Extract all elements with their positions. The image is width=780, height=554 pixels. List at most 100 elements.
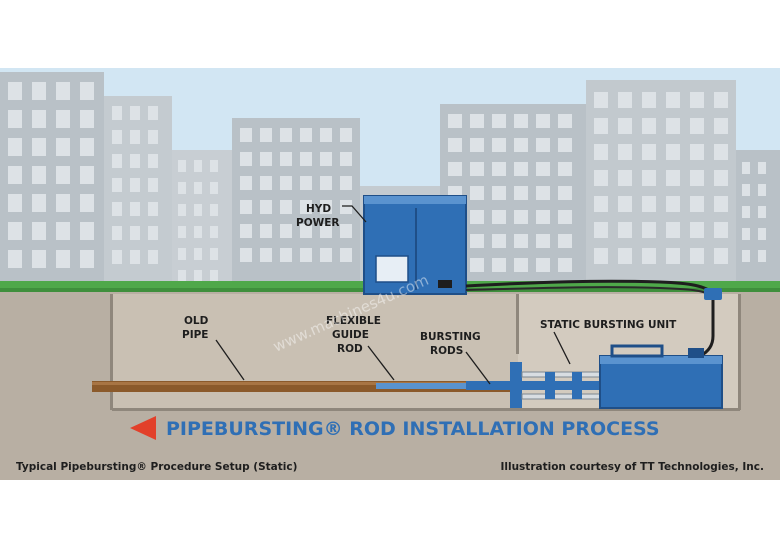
building-window bbox=[558, 234, 572, 248]
building-window bbox=[80, 194, 94, 212]
building-window bbox=[194, 182, 202, 194]
building-window bbox=[300, 200, 312, 214]
building-window bbox=[8, 82, 22, 100]
hyd-power-top bbox=[364, 196, 466, 204]
building-window bbox=[280, 200, 292, 214]
callout-guide-rod bbox=[367, 345, 395, 381]
label-flex-line3: ROD bbox=[337, 343, 363, 355]
building-window bbox=[666, 144, 680, 160]
building-window bbox=[642, 196, 656, 212]
building-window bbox=[714, 118, 728, 134]
building-window bbox=[210, 182, 218, 194]
building-window bbox=[666, 196, 680, 212]
building-window bbox=[714, 170, 728, 186]
building-window bbox=[690, 170, 704, 186]
building-window bbox=[194, 270, 202, 282]
label-flex-line2: GUIDE bbox=[332, 329, 369, 341]
building-window bbox=[178, 270, 186, 282]
building-window bbox=[448, 162, 462, 176]
building-window bbox=[148, 250, 158, 264]
building-window bbox=[536, 138, 550, 152]
building-window bbox=[340, 248, 352, 262]
label-static-unit: STATIC BURSTING UNIT bbox=[540, 319, 677, 331]
building-window bbox=[618, 92, 632, 108]
building-window bbox=[56, 194, 70, 212]
building-window bbox=[240, 152, 252, 166]
label-old-pipe-line2: PIPE bbox=[182, 329, 208, 341]
building-window bbox=[558, 138, 572, 152]
building-window bbox=[148, 154, 158, 168]
building-window bbox=[594, 144, 608, 160]
building-window bbox=[470, 258, 484, 272]
building-window bbox=[558, 258, 572, 272]
building-window bbox=[536, 114, 550, 128]
building-window bbox=[340, 224, 352, 238]
building-window bbox=[470, 210, 484, 224]
building-window bbox=[300, 152, 312, 166]
pit-wall-left bbox=[110, 294, 113, 410]
static-bursting-unit bbox=[521, 344, 723, 409]
label-hyd-line2: POWER bbox=[296, 217, 339, 229]
building-window bbox=[594, 222, 608, 238]
building-window bbox=[80, 82, 94, 100]
building-window bbox=[618, 248, 632, 264]
building-window bbox=[714, 248, 728, 264]
building-window bbox=[80, 110, 94, 128]
hose-coupler bbox=[704, 288, 722, 300]
building-window bbox=[32, 166, 46, 184]
building-window bbox=[320, 248, 332, 262]
building-window bbox=[194, 248, 202, 260]
building-window bbox=[32, 138, 46, 156]
building-window bbox=[492, 162, 506, 176]
building-window bbox=[690, 248, 704, 264]
building-window bbox=[758, 184, 766, 196]
building-window bbox=[130, 178, 140, 192]
building-window bbox=[558, 210, 572, 224]
bursting-head bbox=[510, 362, 522, 408]
building-window bbox=[742, 184, 750, 196]
building-window bbox=[320, 176, 332, 190]
building-window bbox=[514, 210, 528, 224]
building-window bbox=[80, 166, 94, 184]
building-window bbox=[300, 224, 312, 238]
building-window bbox=[300, 248, 312, 262]
building-window bbox=[130, 250, 140, 264]
process-title: PIPEBURSTING® ROD INSTALLATION PROCESS bbox=[166, 418, 660, 440]
building-window bbox=[56, 110, 70, 128]
hyd-power-badge bbox=[438, 280, 452, 288]
unit-rod bbox=[522, 381, 602, 390]
building-window bbox=[340, 176, 352, 190]
building-window bbox=[260, 248, 272, 262]
building-window bbox=[714, 144, 728, 160]
building-window bbox=[666, 248, 680, 264]
building-window bbox=[690, 118, 704, 134]
building-window bbox=[690, 92, 704, 108]
building-window bbox=[148, 202, 158, 216]
building-window bbox=[148, 130, 158, 144]
building-window bbox=[240, 176, 252, 190]
hyd-power-unit bbox=[363, 195, 467, 295]
building-window bbox=[514, 258, 528, 272]
building-window bbox=[666, 222, 680, 238]
hyd-power-panel bbox=[375, 255, 409, 283]
building-window bbox=[492, 210, 506, 224]
building-window bbox=[130, 202, 140, 216]
building-window bbox=[112, 202, 122, 216]
building-window bbox=[742, 206, 750, 218]
building-window bbox=[240, 248, 252, 262]
building-window bbox=[8, 250, 22, 268]
building-window bbox=[690, 222, 704, 238]
label-bursting-line1: BURSTING bbox=[420, 331, 481, 343]
building-window bbox=[642, 118, 656, 134]
building-window bbox=[280, 248, 292, 262]
building-window bbox=[492, 234, 506, 248]
building-window bbox=[666, 118, 680, 134]
building-window bbox=[56, 250, 70, 268]
unit-body-top bbox=[600, 356, 722, 364]
building-window bbox=[514, 114, 528, 128]
building-window bbox=[210, 226, 218, 238]
building-window bbox=[260, 128, 272, 142]
unit-clamp-2 bbox=[572, 372, 582, 399]
building-4 bbox=[232, 118, 360, 290]
pit-wall-mid bbox=[516, 294, 519, 354]
